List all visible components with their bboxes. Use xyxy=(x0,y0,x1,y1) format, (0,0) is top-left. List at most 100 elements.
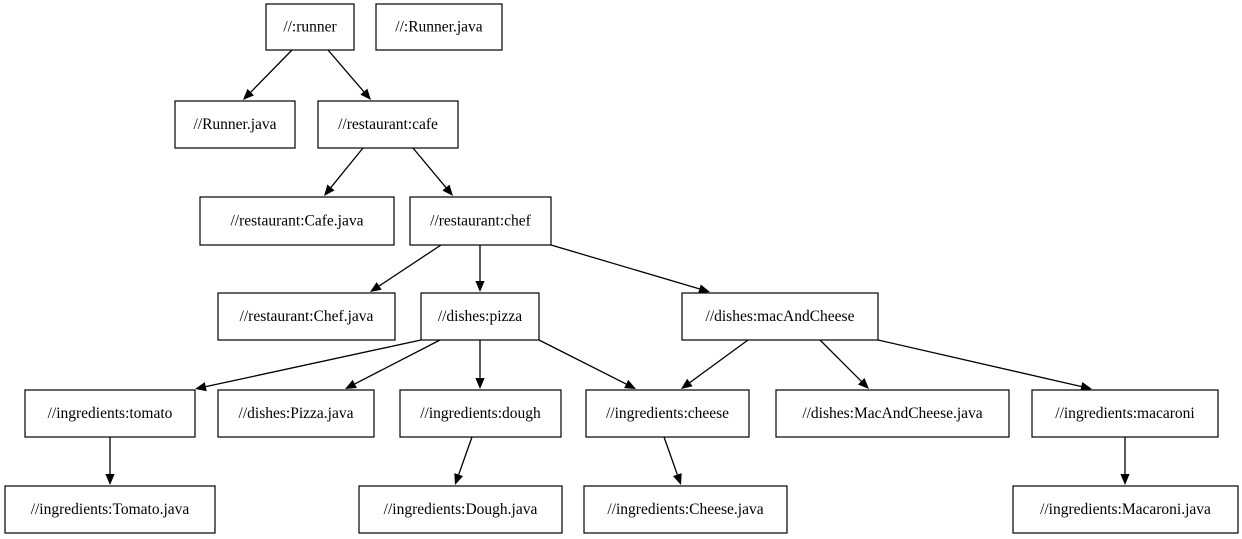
node-label: //dishes:Pizza.java xyxy=(239,405,354,422)
edges-group xyxy=(105,49,1130,485)
edge-line xyxy=(205,339,422,388)
node-cheese_java[interactable]: //ingredients:Cheese.java xyxy=(583,485,788,534)
node-mac_java[interactable]: //dishes:MacAndCheese.java xyxy=(775,389,1010,438)
arrowhead-icon xyxy=(195,382,207,392)
edge-line xyxy=(250,49,293,93)
edge-ing_dough-to-dough_java xyxy=(454,436,473,485)
edge-restaurant_chef-to-dishes_pizza xyxy=(475,245,485,292)
edge-dishes_mac-to-mac_java xyxy=(819,339,869,389)
node-box[interactable] xyxy=(317,100,459,149)
node-box[interactable] xyxy=(420,292,540,341)
node-box[interactable] xyxy=(585,389,750,438)
node-label: //dishes:pizza xyxy=(438,308,522,325)
node-box[interactable] xyxy=(1031,389,1219,438)
node-box[interactable] xyxy=(583,485,788,534)
edge-restaurant_chef-to-chef_java xyxy=(370,244,442,292)
edge-ing_cheese-to-cheese_java xyxy=(663,436,682,485)
node-ing_cheese[interactable]: //ingredients:cheese xyxy=(585,389,750,438)
node-dishes_mac[interactable]: //dishes:macAndCheese xyxy=(681,292,879,341)
arrowhead-icon xyxy=(624,379,636,389)
node-box[interactable] xyxy=(174,100,296,149)
edge-line xyxy=(538,339,627,385)
node-label: //dishes:MacAndCheese.java xyxy=(802,405,982,422)
edge-line xyxy=(689,339,749,384)
arrowhead-icon xyxy=(360,88,371,100)
edge-dishes_mac-to-ing_cheese xyxy=(681,339,749,389)
node-dough_java[interactable]: //ingredients:Dough.java xyxy=(358,485,563,534)
arrowhead-icon xyxy=(681,378,693,389)
node-label: //ingredients:cheese xyxy=(606,405,729,422)
edge-line xyxy=(819,339,862,382)
node-label: //ingredients:Macaroni.java xyxy=(1040,501,1211,518)
edge-line xyxy=(663,436,678,475)
node-ing_tomato[interactable]: //ingredients:tomato xyxy=(24,389,196,438)
node-runner[interactable]: //:runner xyxy=(265,3,355,51)
node-box[interactable] xyxy=(358,485,563,534)
node-label: //restaurant:cafe xyxy=(338,116,438,133)
node-label: //ingredients:Cheese.java xyxy=(607,501,763,518)
node-box[interactable] xyxy=(265,3,355,51)
edge-restaurant_chef-to-dishes_mac xyxy=(550,244,710,294)
edge-runner-to-restaurant_cafe xyxy=(327,49,371,100)
arrowhead-icon xyxy=(442,184,453,196)
arrowhead-icon xyxy=(672,473,682,485)
arrowhead-icon xyxy=(370,282,382,292)
edge-dishes_pizza-to-ing_tomato xyxy=(195,339,422,392)
node-chef_java[interactable]: //restaurant:Chef.java xyxy=(217,292,396,341)
node-box[interactable] xyxy=(24,389,196,438)
node-box[interactable] xyxy=(1012,485,1239,534)
edge-line xyxy=(458,436,473,475)
node-box[interactable] xyxy=(375,3,503,51)
node-label: //ingredients:tomato xyxy=(48,405,173,422)
node-label: //ingredients:Tomato.java xyxy=(31,501,190,518)
arrowhead-icon xyxy=(857,377,869,389)
edge-runner-to-runner_java xyxy=(243,49,293,100)
node-label: //:runner xyxy=(283,19,337,36)
node-label: //ingredients:macaroni xyxy=(1055,405,1195,422)
node-box[interactable] xyxy=(399,389,562,438)
node-restaurant_cafe[interactable]: //restaurant:cafe xyxy=(317,100,459,149)
node-box[interactable] xyxy=(199,196,395,246)
edge-restaurant_cafe-to-restaurant_chef xyxy=(412,147,453,196)
edge-ing_macaroni-to-macaroni_java xyxy=(1120,437,1130,485)
node-box[interactable] xyxy=(775,389,1010,438)
edge-dishes_mac-to-ing_macaroni xyxy=(877,339,1092,392)
arrowhead-icon xyxy=(698,284,710,294)
node-tomato_java[interactable]: //ingredients:Tomato.java xyxy=(4,485,216,534)
edge-dishes_pizza-to-pizza_java xyxy=(345,339,441,389)
node-runner_java[interactable]: //Runner.java xyxy=(174,100,296,149)
node-box[interactable] xyxy=(4,485,216,534)
edge-restaurant_cafe-to-cafe_java xyxy=(324,147,364,196)
edge-dishes_pizza-to-ing_dough xyxy=(475,340,485,389)
node-macaroni_java[interactable]: //ingredients:Macaroni.java xyxy=(1012,485,1239,534)
edge-line xyxy=(354,339,441,385)
node-restaurant_chef[interactable]: //restaurant:chef xyxy=(409,196,552,246)
node-ing_macaroni[interactable]: //ingredients:macaroni xyxy=(1031,389,1219,438)
node-label: //:Runner.java xyxy=(395,19,483,36)
nodes-group: //:runner //:Runner.java //Runner.java //re… xyxy=(4,3,1239,534)
node-pizza_java[interactable]: //dishes:Pizza.java xyxy=(217,389,375,438)
node-dishes_pizza[interactable]: //dishes:pizza xyxy=(420,292,540,341)
arrowhead-icon xyxy=(1080,382,1092,392)
node-label: //dishes:macAndCheese xyxy=(706,308,855,325)
node-box[interactable] xyxy=(409,196,552,246)
node-box[interactable] xyxy=(681,292,879,341)
node-runner_java_root[interactable]: //:Runner.java xyxy=(375,3,503,51)
node-cafe_java[interactable]: //restaurant:Cafe.java xyxy=(199,196,395,246)
arrowhead-icon xyxy=(475,281,485,292)
arrowhead-icon xyxy=(243,88,254,100)
node-label: //ingredients:dough xyxy=(420,405,541,422)
arrowhead-icon xyxy=(345,379,357,389)
edge-line xyxy=(330,147,364,188)
node-box[interactable] xyxy=(217,389,375,438)
edge-dishes_pizza-to-ing_cheese xyxy=(538,339,636,389)
arrowhead-icon xyxy=(454,473,464,485)
node-label: //restaurant:Cafe.java xyxy=(231,213,364,230)
arrowhead-icon xyxy=(324,184,335,196)
node-label: //restaurant:Chef.java xyxy=(240,308,374,325)
arrowhead-icon xyxy=(475,378,485,389)
node-ing_dough[interactable]: //ingredients:dough xyxy=(399,389,562,438)
node-box[interactable] xyxy=(217,292,396,341)
edge-line xyxy=(327,49,365,93)
